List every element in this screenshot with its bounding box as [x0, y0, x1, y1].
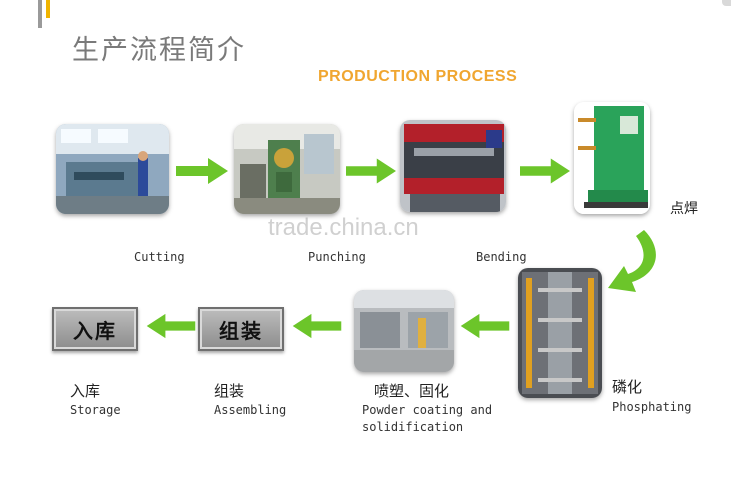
page-title: 生产流程简介 [72, 35, 246, 66]
corner-decoration [722, 0, 731, 6]
step-label-spot-welding: 点焊 [670, 201, 698, 217]
phosphating-cn-label: 磷化 [612, 378, 643, 396]
powder-coating-photo [354, 290, 454, 372]
assembling-en-label: Assembling [214, 403, 287, 417]
arrow-right-icon [346, 158, 396, 184]
accent-bar-gray [38, 0, 42, 28]
arrow-right-icon [176, 158, 228, 184]
phosphating-en-label: Phosphating [612, 400, 692, 414]
storage-en-label: Storage [70, 403, 121, 417]
watermark: trade.china.cn [268, 214, 419, 241]
powder-coating-cn-label: 喷塑、固化 [374, 382, 450, 400]
cutting-photo [56, 124, 169, 214]
bending-photo [400, 120, 506, 212]
arrow-left-icon [146, 313, 196, 339]
accent-bar-yellow [46, 0, 50, 18]
punching-photo [234, 124, 340, 214]
storage-cn-label: 入库 [70, 382, 101, 400]
step-label-cutting: Cutting [134, 250, 185, 264]
arrow-right-icon [520, 158, 570, 184]
powder-coating-en-label-2: solidification [362, 420, 464, 434]
spot-welding-photo [574, 102, 650, 214]
arrow-left-icon [460, 313, 510, 339]
phosphating-photo [518, 268, 602, 398]
storage-button: 入库 [52, 307, 138, 351]
powder-coating-en-label: Powder coating and [362, 403, 493, 417]
assembling-cn-label: 组装 [214, 382, 245, 400]
step-label-punching: Punching [308, 250, 366, 264]
page-subtitle: PRODUCTION PROCESS [318, 68, 518, 85]
step-label-bending: Bending [476, 250, 527, 264]
arrow-left-icon [292, 313, 342, 339]
arrow-curve-down-icon [608, 230, 656, 292]
assembling-button: 组装 [198, 307, 284, 351]
